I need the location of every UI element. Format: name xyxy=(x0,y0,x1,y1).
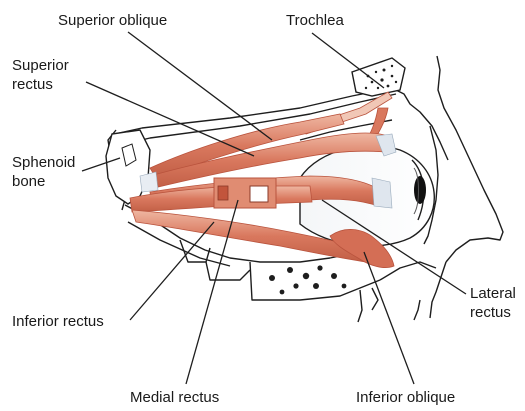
maxilla-foramina xyxy=(269,265,346,294)
label-inferior-rectus: Inferior rectus xyxy=(12,312,104,331)
label-medial-rectus: Medial rectus xyxy=(130,388,219,407)
label-inferior-oblique: Inferior oblique xyxy=(356,388,455,407)
trochlea-bone xyxy=(352,58,405,96)
leader-superior-oblique xyxy=(128,32,272,140)
leader-inferior-oblique xyxy=(364,252,414,384)
label-superior-oblique: Superior oblique xyxy=(58,11,167,30)
sphenoid-bone-shape xyxy=(106,130,150,204)
label-lateral-rectus: Lateral rectus xyxy=(470,284,516,322)
label-sphenoid-bone: Sphenoid bone xyxy=(12,153,75,191)
label-superior-rectus: Superior rectus xyxy=(12,56,69,94)
label-lateral-rectus-line1: Lateral xyxy=(470,284,516,303)
label-sphenoid-bone-line2: bone xyxy=(12,172,75,191)
label-superior-rectus-line2: rectus xyxy=(12,75,69,94)
label-lateral-rectus-line2: rectus xyxy=(470,303,516,322)
label-superior-rectus-line1: Superior xyxy=(12,56,69,75)
label-sphenoid-bone-line1: Sphenoid xyxy=(12,153,75,172)
leader-inferior-rectus xyxy=(130,222,214,320)
leader-trochlea xyxy=(312,33,384,88)
label-trochlea: Trochlea xyxy=(286,11,344,30)
